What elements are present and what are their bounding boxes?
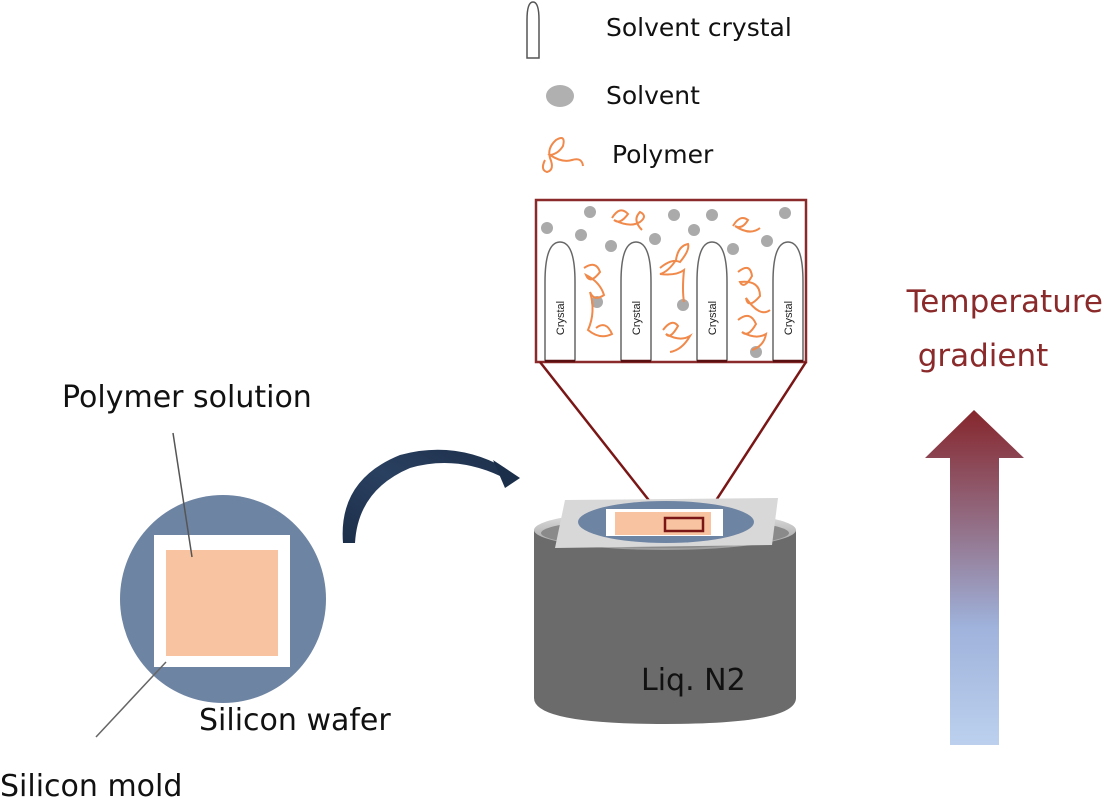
crystal-icon [526, 1, 540, 59]
pointer-silicon-mold [95, 661, 167, 738]
crystal: Crystal [772, 241, 804, 363]
zoom-region-marker [663, 516, 705, 533]
legend-label-polymer: Polymer [612, 140, 714, 169]
temperature-arrow [925, 410, 1024, 745]
crystal: Crystal [544, 241, 576, 363]
silicon-wafer-assembly: Polymer solution Silicon wafer Silicon m… [0, 380, 391, 800]
legend-item-polymer: Polymer [541, 137, 714, 174]
label-temperature: Temperature [906, 284, 1103, 320]
label-liquid-nitrogen: Liq. N2 [641, 663, 746, 698]
transfer-arrow [342, 449, 520, 543]
label-gradient: gradient [918, 338, 1049, 374]
label-polymer-solution: Polymer solution [62, 380, 312, 415]
inset-crystals: Crystal Crystal Crystal Crystal [544, 241, 804, 363]
crystal-label: Crystal [555, 301, 567, 335]
legend-item-solvent-crystal: Solvent crystal [526, 1, 792, 59]
label-silicon-wafer: Silicon wafer [199, 703, 391, 738]
crystal-label: Crystal [707, 301, 719, 335]
label-silicon-mold: Silicon mold [0, 769, 182, 800]
crystal: Crystal [620, 241, 652, 363]
liquid-nitrogen-dewar: Liq. N2 [534, 498, 796, 724]
zoom-line-left [539, 361, 667, 523]
zoom-line-right [700, 361, 808, 523]
polymer-coil-icon [541, 137, 584, 174]
transfer-arrowhead [493, 460, 520, 488]
legend-item-solvent: Solvent [546, 81, 700, 110]
solvent-dot-icon [546, 85, 574, 107]
legend-label-solvent-crystal: Solvent crystal [606, 13, 792, 42]
crystal-label: Crystal [631, 301, 643, 335]
crystal: Crystal [696, 241, 728, 363]
inset-polymer-coils [583, 209, 771, 353]
legend: Solvent crystal Solvent Polymer [526, 1, 792, 174]
crystal-label: Crystal [783, 301, 795, 335]
temperature-gradient: Temperature gradient [906, 284, 1103, 745]
inset-zoom-view: Crystal Crystal Crystal Crystal [534, 198, 808, 364]
dewar-body [534, 530, 796, 724]
pointer-polymer-solution [172, 432, 193, 558]
inset-solvent-dots [541, 206, 791, 358]
legend-label-solvent: Solvent [606, 81, 700, 110]
polymer-solution-fill [166, 550, 278, 656]
